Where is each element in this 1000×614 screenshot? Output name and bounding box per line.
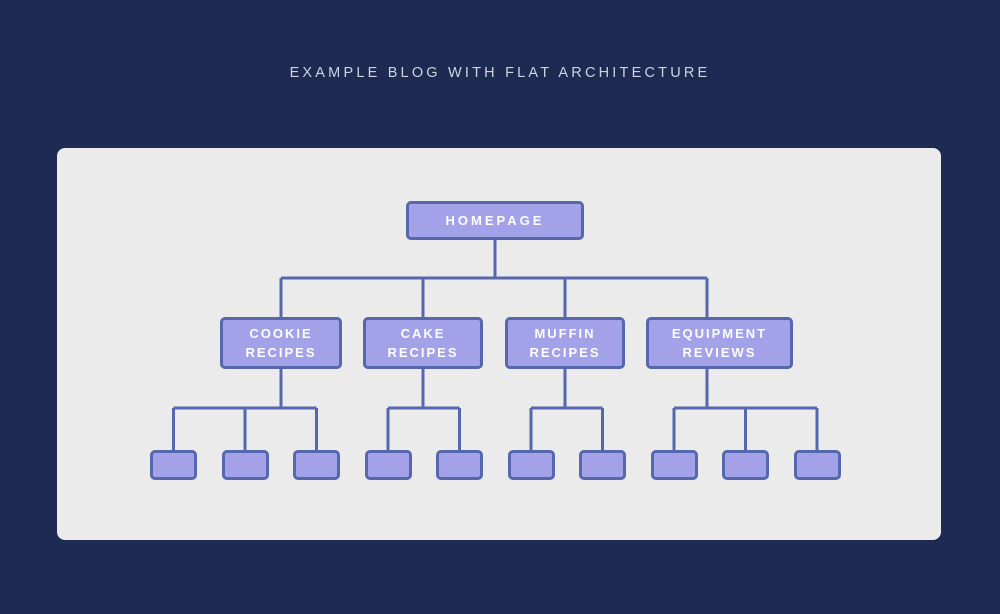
node-cookie-recipes: COOKIE RECIPES xyxy=(220,317,342,369)
diagram-panel: HOMEPAGE COOKIE RECIPES CAKE RECIPES MUF… xyxy=(57,148,941,540)
leaf-page-box xyxy=(221,450,269,480)
node-muffin-recipes: MUFFIN RECIPES xyxy=(505,317,625,369)
node-equipment-reviews: EQUIPMENT REVIEWS xyxy=(646,317,793,369)
node-cake-recipes: CAKE RECIPES xyxy=(363,317,483,369)
connector-lines xyxy=(172,240,819,450)
leaf-page-box xyxy=(722,450,769,480)
leaf-page-box xyxy=(436,450,483,480)
node-homepage: HOMEPAGE xyxy=(406,201,584,240)
leaf-page-box xyxy=(150,450,197,480)
leaf-page-box xyxy=(507,450,555,480)
leaf-page-box xyxy=(364,450,412,480)
leaf-page-box xyxy=(293,450,340,480)
leaf-page-box xyxy=(579,450,626,480)
diagram-title: EXAMPLE BLOG WITH FLAT ARCHITECTURE xyxy=(289,65,711,81)
leaf-page-box xyxy=(650,450,698,480)
leaf-page-box xyxy=(793,450,841,480)
